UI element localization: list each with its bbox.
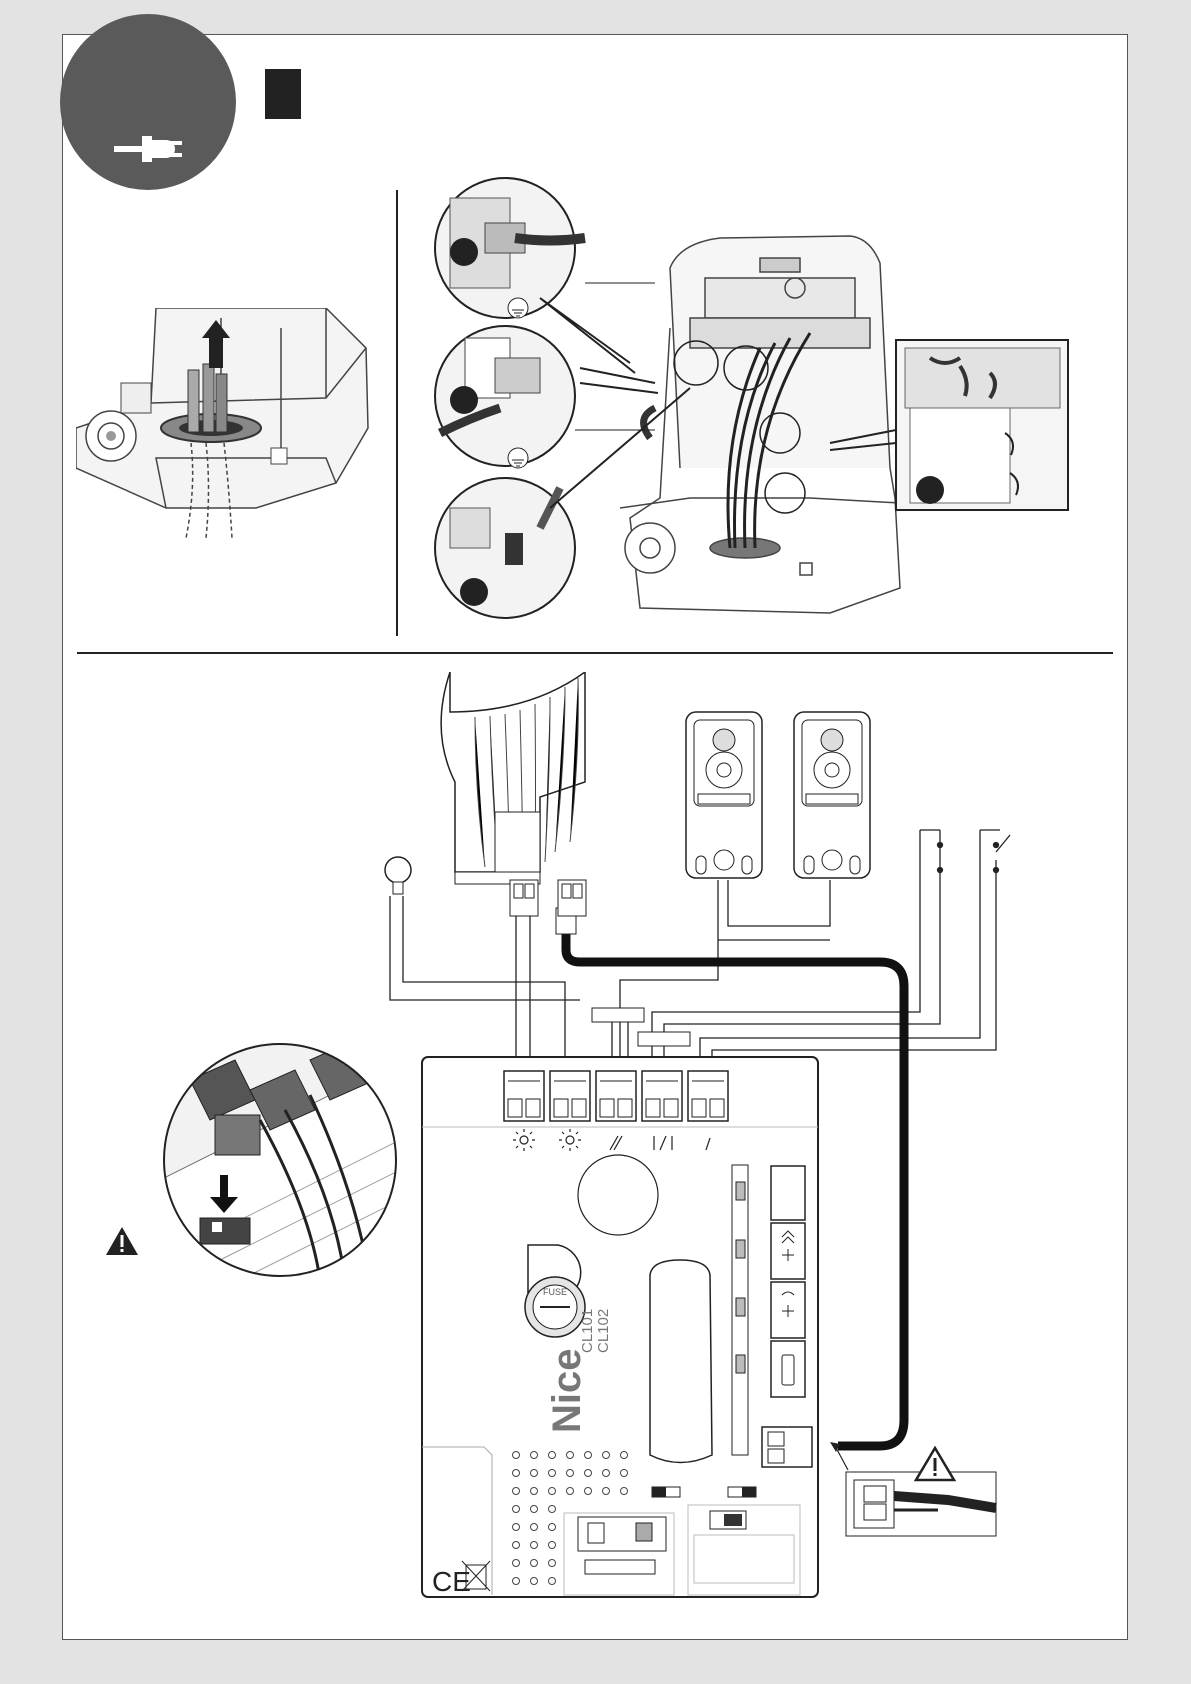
terminal-row: [504, 1071, 728, 1121]
board-brand: Nice: [545, 1349, 589, 1434]
ce-mark: CE: [432, 1566, 471, 1597]
fuse-label: FUSE: [543, 1287, 567, 1297]
board-model-2: CL102: [595, 1309, 612, 1353]
terminal-zoom-detail: [160, 1040, 400, 1280]
board-model-1: CL101: [579, 1309, 596, 1353]
antenna-warning-icon: [914, 1446, 956, 1482]
control-board: FUSE Nice CL101 CL102: [420, 1055, 820, 1600]
warning-icon: [105, 1226, 139, 1256]
flasher-terminals: [508, 878, 588, 918]
